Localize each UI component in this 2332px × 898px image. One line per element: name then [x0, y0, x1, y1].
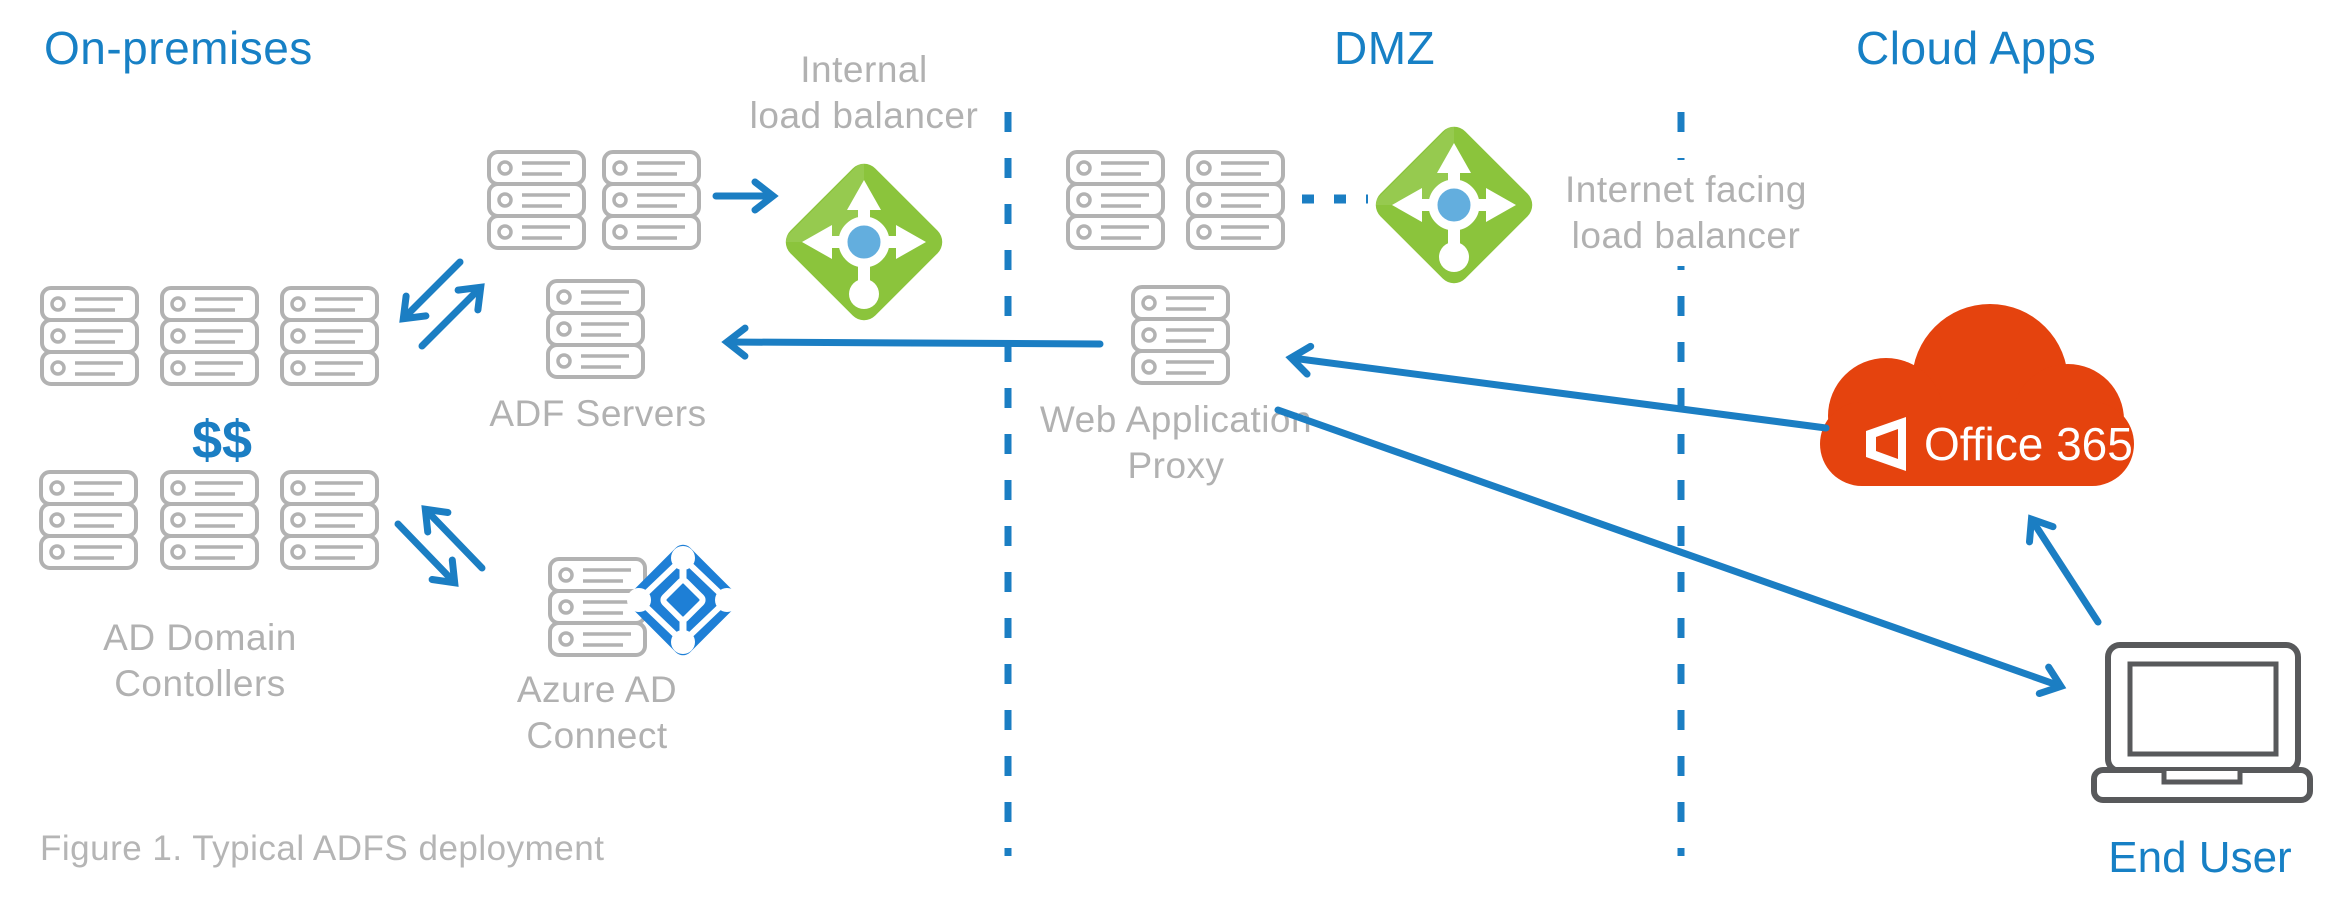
office-logo-icon [1866, 417, 1906, 471]
wap-label-line1: Web Application [1040, 399, 1312, 440]
adf-server-group [489, 152, 699, 377]
arrow-dc-to-aadc [394, 520, 459, 587]
office365-label: Office 365 [1924, 418, 2133, 470]
figure-caption: Figure 1. Typical ADFS deployment [40, 829, 604, 868]
arrow-wap-to-end-user [1274, 406, 2067, 698]
arrow-wap-to-adf [721, 324, 1104, 360]
arrow-end-user-to-office365 [2025, 514, 2102, 626]
arrow-office365-to-wap [1285, 342, 1830, 432]
server-stack-icon [162, 472, 257, 568]
load-balancer-diamond-icon [1369, 120, 1539, 290]
section-title-on-premises: On-premises [44, 22, 313, 74]
internal-lb-label-line1: Internal [800, 49, 927, 90]
ad-dc-server-group-bottom [41, 472, 377, 568]
azure-ad-connect-label-line1: Azure AD [517, 669, 677, 710]
laptop-icon [2091, 642, 2313, 803]
internal-lb-label-line2: load balancer [750, 95, 979, 136]
section-title-cloud-apps: Cloud Apps [1856, 22, 2096, 74]
azure-ad-connect-label-line2: Connect [526, 715, 668, 756]
section-title-dmz: DMZ [1334, 22, 1435, 74]
arrow-aadc-to-dc [421, 505, 486, 572]
wap-label-line2: Proxy [1127, 445, 1224, 486]
server-stack-icon [41, 472, 136, 568]
internet-lb-label-line2: load balancer [1572, 215, 1801, 256]
server-stack-icon [604, 152, 699, 248]
office365-cloud-icon: Office 365 [1820, 304, 2134, 486]
server-stack-icon [489, 152, 584, 248]
server-stack-icon [1133, 287, 1228, 383]
cost-note: $$ [192, 410, 252, 470]
internet-lb-label-backdrop [1552, 160, 1820, 266]
end-user-label: End User [2108, 833, 2291, 882]
load-balancer-diamond-icon [779, 157, 949, 327]
server-stack-icon [1068, 152, 1163, 248]
server-stack-icon [282, 288, 377, 384]
internet-lb-label-line1: Internet facing [1565, 169, 1807, 210]
arrow-adf-to-dc [399, 258, 464, 323]
server-stack-icon [282, 472, 377, 568]
adf-servers-label: ADF Servers [489, 393, 706, 434]
dmz-server-group [1068, 152, 1283, 248]
ad-dc-server-group-top [42, 288, 377, 384]
server-stack-icon [42, 288, 137, 384]
server-stack-icon [162, 288, 257, 384]
flow-arrows [394, 178, 2102, 698]
arrow-dc-to-adf [418, 283, 485, 350]
server-stack-icon [548, 281, 643, 377]
ad-dc-label-line1: AD Domain [103, 617, 297, 658]
ad-dc-label-line2: Contollers [114, 663, 286, 704]
server-stack-icon [1188, 152, 1283, 248]
